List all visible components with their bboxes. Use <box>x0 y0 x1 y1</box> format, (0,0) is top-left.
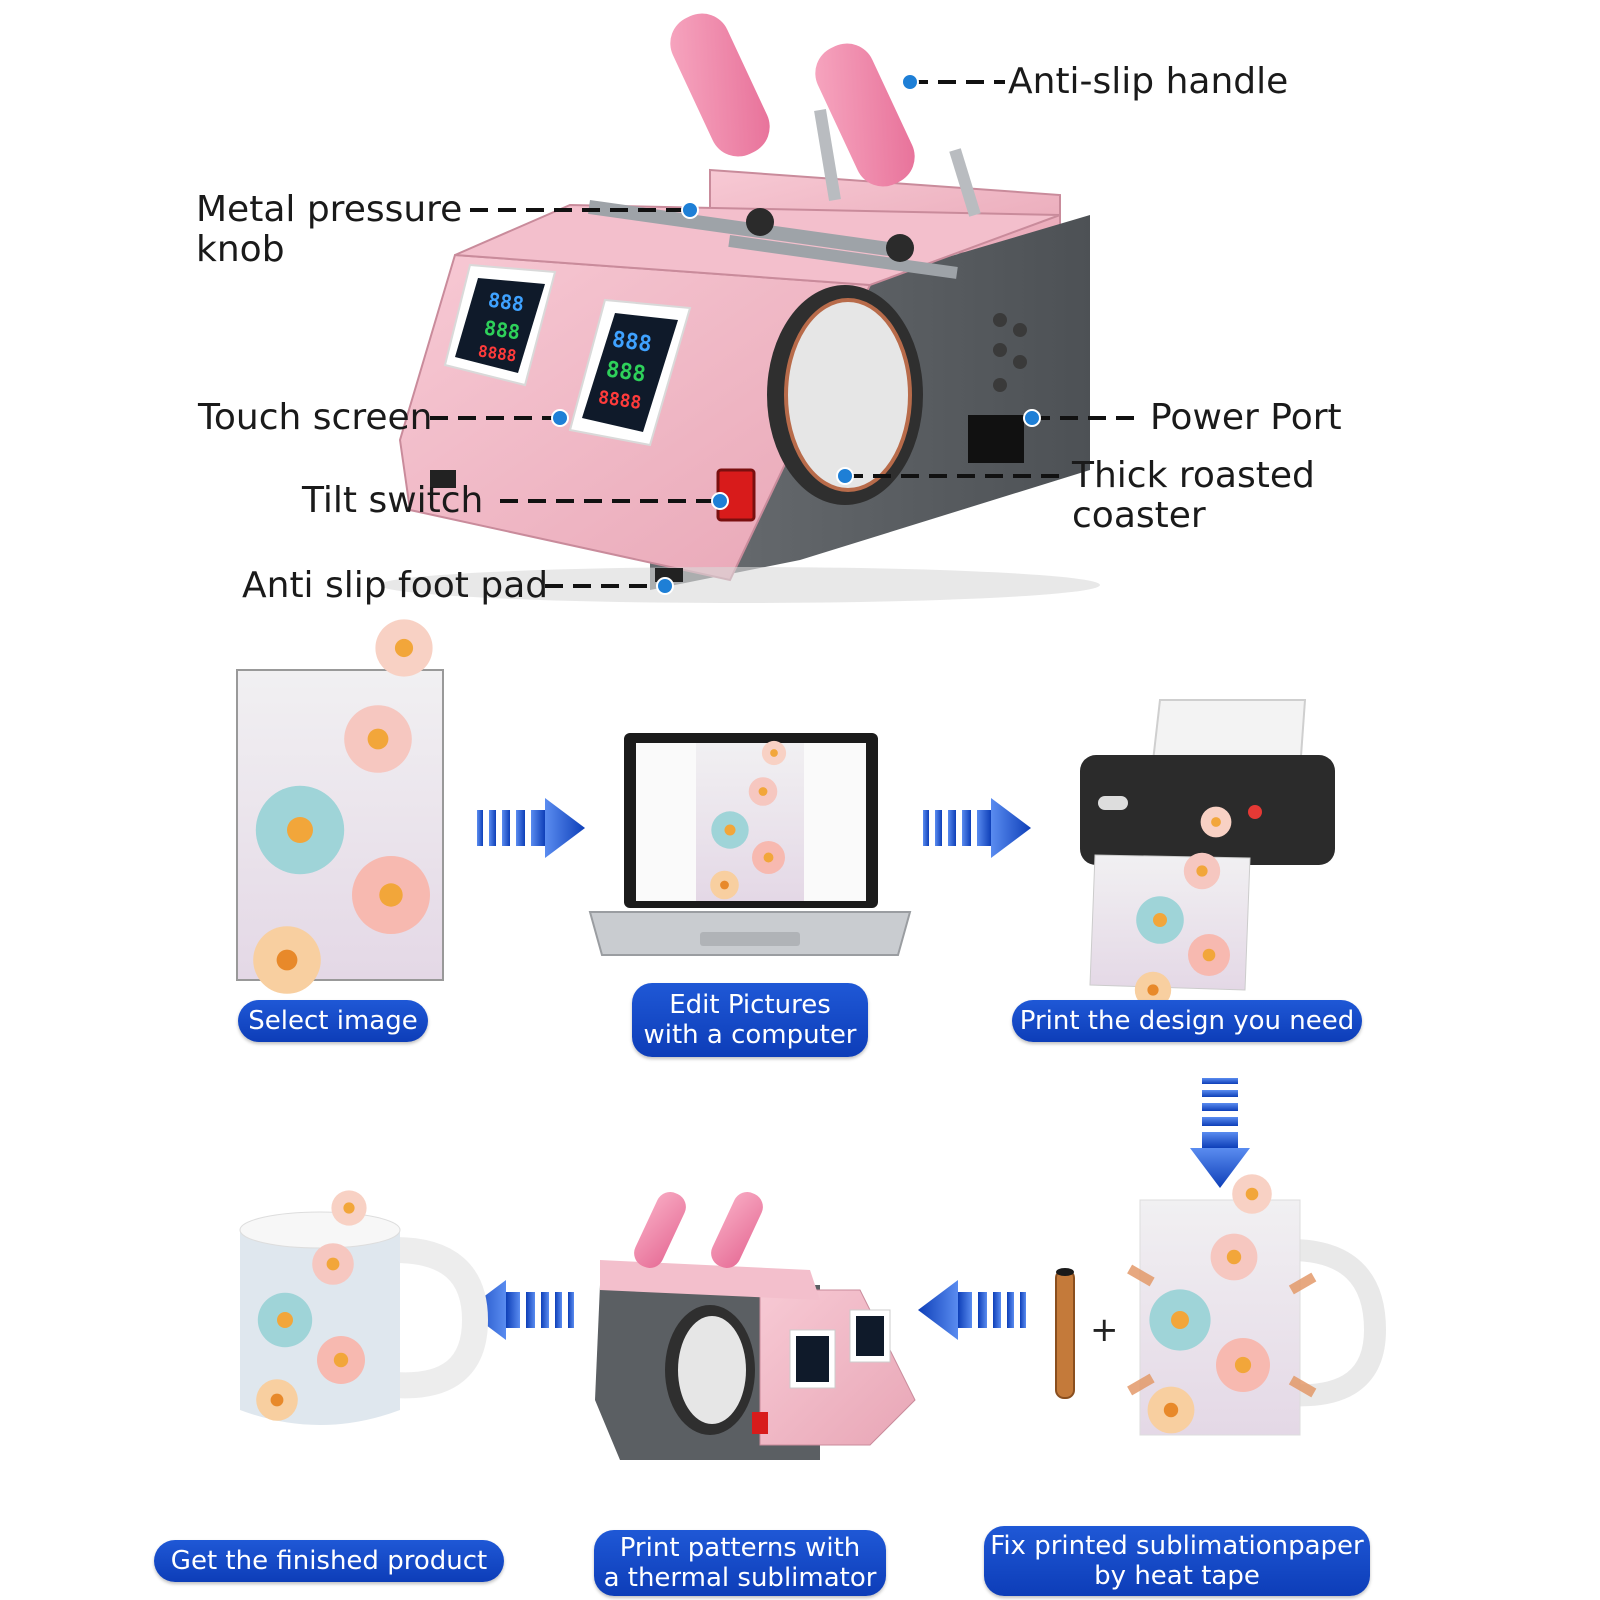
callout-anti-slip-handle: Anti-slip handle <box>1008 61 1289 102</box>
callout-touch-screen: Touch screen <box>198 397 433 438</box>
step-fix-line1: Fix printed sublimationpaper <box>990 1531 1364 1561</box>
step-print-patterns-line2: a thermal sublimator <box>603 1563 877 1593</box>
callout-tilt-switch: Tilt switch <box>302 480 484 521</box>
callout-thick-roasted-coaster-1: Thick roasted <box>1072 455 1315 496</box>
step-finished-label: Get the finished product <box>170 1546 488 1576</box>
callout-thick-roasted-coaster-2: coaster <box>1072 495 1206 536</box>
step-print-patterns-line1: Print patterns with <box>619 1533 861 1563</box>
step-select-image: Select image <box>238 1000 428 1042</box>
plus-sign: + <box>1090 1310 1119 1350</box>
callout-anti-slip-foot-pad: Anti slip foot pad <box>242 565 549 606</box>
step-fix-paper: Fix printed sublimationpaper by heat tap… <box>984 1526 1370 1596</box>
callout-metal-pressure-knob-1: Metal pressure <box>196 189 463 230</box>
step-finished-product: Get the finished product <box>154 1540 504 1582</box>
step-print-design-label: Print the design you need <box>1019 1006 1355 1036</box>
callout-leaders <box>430 73 1140 595</box>
step-edit-line2: with a computer <box>643 1020 857 1050</box>
step-fix-line2: by heat tape <box>1094 1561 1260 1591</box>
step-edit-line1: Edit Pictures <box>669 990 831 1020</box>
step-print-patterns: Print patterns with a thermal sublimator <box>594 1530 886 1596</box>
step-print-design: Print the design you need <box>1012 1000 1362 1042</box>
callout-power-port: Power Port <box>1150 397 1342 438</box>
step-select-image-label: Select image <box>248 1006 418 1036</box>
callout-metal-pressure-knob-2: knob <box>196 229 285 270</box>
step-edit-pictures: Edit Pictures with a computer <box>632 983 868 1057</box>
machine-illustration <box>380 13 1100 603</box>
